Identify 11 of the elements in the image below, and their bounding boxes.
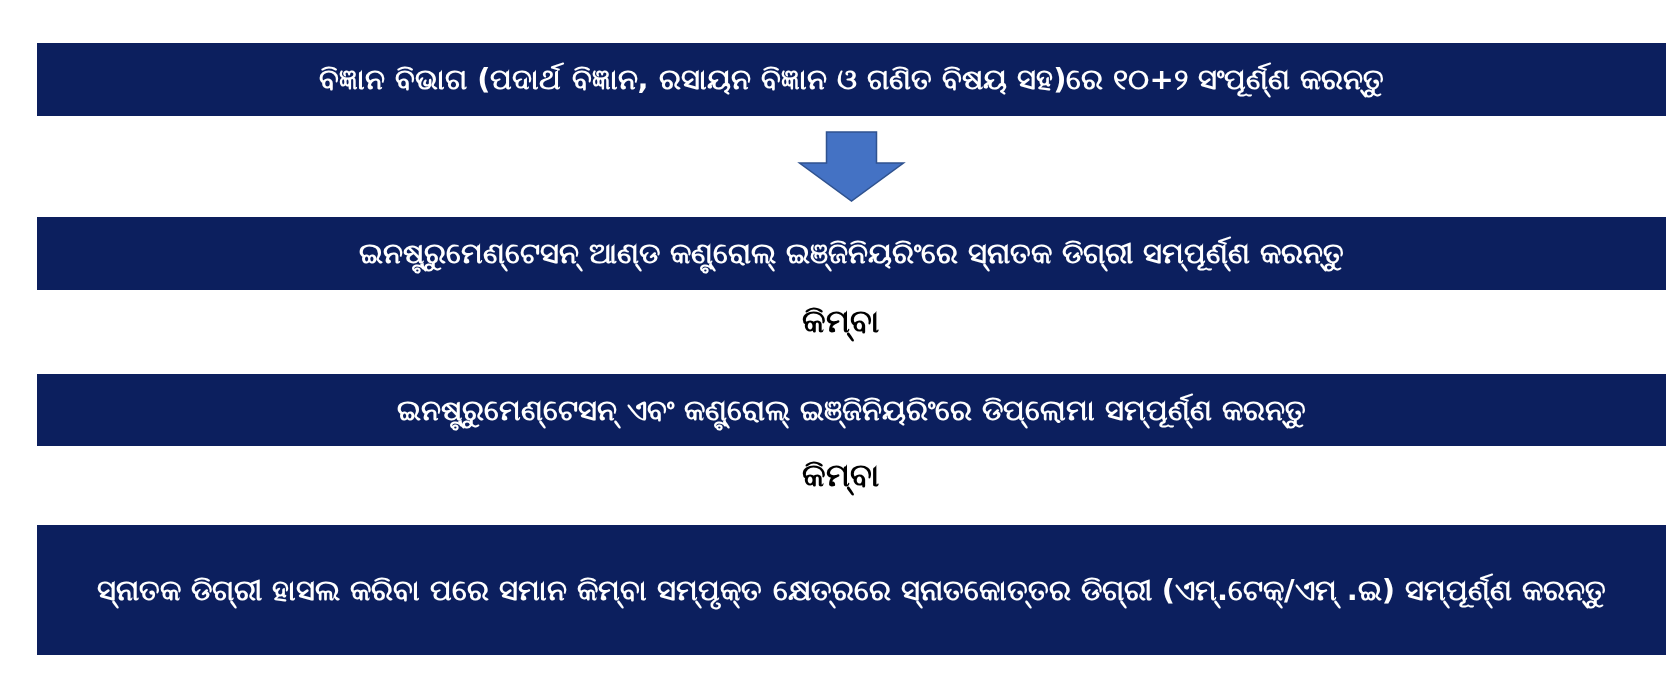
process-box	[37, 217, 1666, 290]
process-box	[37, 43, 1666, 116]
block-arrow	[797, 131, 906, 202]
process-box	[37, 525, 1666, 655]
step-text: ବିଜ୍ଞାନ ବିଭାଗ (ପଦାର୍ଥ ବିଜ୍ଞାନ, ରସାୟନ ବିଜ୍ଞାନ ଓ ଗଣିତ ବିଷୟ ସହ)ରେ ୧୦+୨ ସଂପୂର୍ଣ୍ଣ କରନ୍ତୁ	[319, 61, 1384, 100]
or-label: କିମ୍ବା	[800, 456, 880, 494]
step-text: ଇନଷ୍ଟ୍ରୁମେଣ୍ଟେସନ୍ ଏବଂ କଣ୍ଟ୍ରୋଲ୍ ଇଞ୍ଜିନିୟରିଂରେ ଡିପ୍ଲୋମା ସମ୍ପୂର୍ଣ୍ଣ କରନ୍ତୁ	[396, 389, 1307, 431]
or-label: କିମ୍ବା	[800, 302, 880, 340]
step-text: ଇନଷ୍ଟ୍ରୁମେଣ୍ଟେସନ୍ ଆଣ୍ଡ କଣ୍ଟ୍ରୋଲ୍ ଇଞ୍ଜିନିୟରିଂରେ ସ୍ନାତକ ଡିଗ୍ରୀ ସମ୍ପୂର୍ଣ୍ଣ କରନ୍ତୁ	[358, 233, 1345, 274]
process-box	[37, 374, 1666, 446]
step-text: ସ୍ନାତକ ଡିଗ୍ରୀ ହାସଲ କରିବା ପରେ ସମାନ କିମ୍ବା ସମ୍ପୃକ୍ତ କ୍ଷେତ୍ରରେ ସ୍ନାତକୋତ୍ତର ଡିଗ୍ରୀ (ଏମ୍.ଟେକ୍/ଏମ୍ .ଇ) ସମ୍ପୂର୍ଣ୍ଣ କରନ୍ତୁ	[96, 569, 1607, 611]
